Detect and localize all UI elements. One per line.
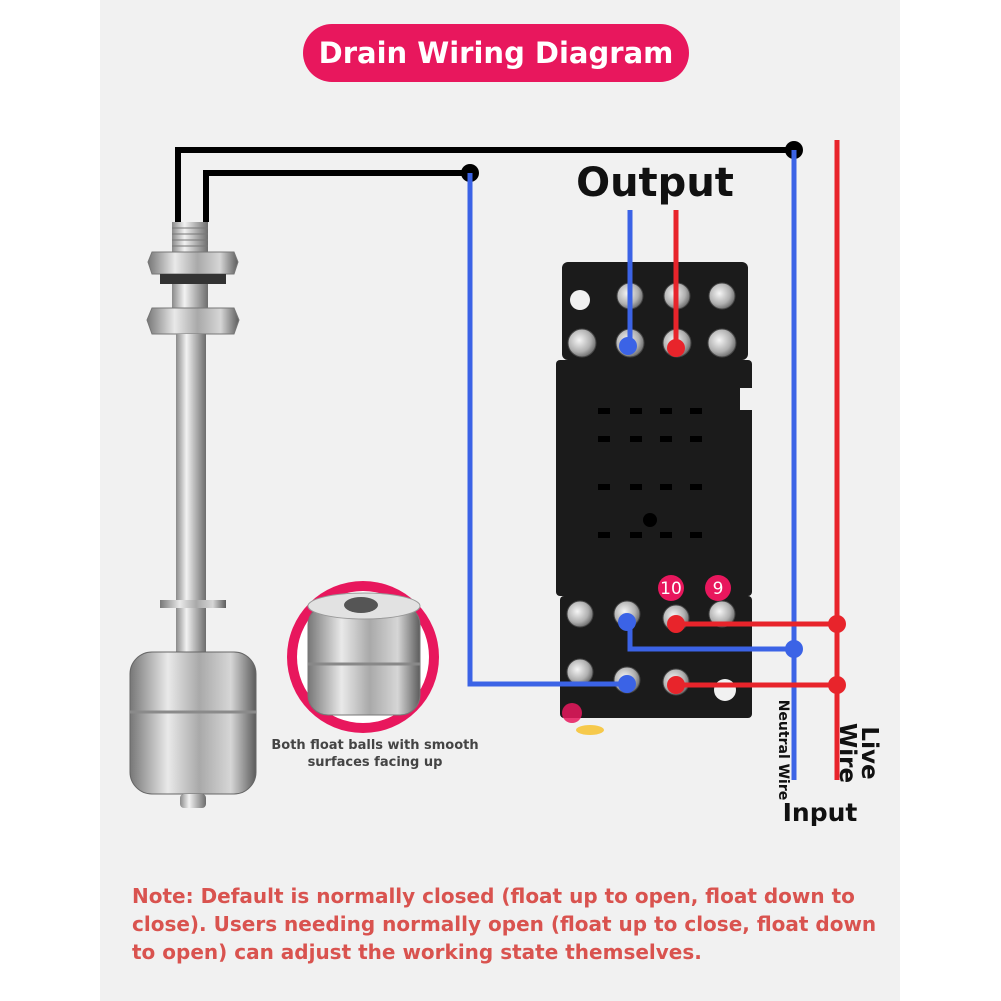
live-wires [673,140,840,780]
relay-socket: 10 9 [556,262,752,735]
output-label: Output [576,160,734,206]
mount-hole-bottom [714,679,736,701]
thread-top [172,222,208,252]
terminal-number-badge-10 [658,575,684,601]
float-wires [175,147,794,222]
hex-nut-upper [147,251,239,275]
float-ball-caption: Both float balls with smooth surfaces fa… [271,738,479,770]
note-text: Note: Default is normally closed (float … [132,884,877,964]
terminal-number-9: 9 [713,579,724,599]
float-ball-inset [287,581,439,733]
live-wire-label: Live Wire [834,722,882,784]
background-panel [100,0,900,1001]
rubber-washer [160,274,226,284]
bottom-clip [180,794,206,808]
neutral-wire-label: Neutral Wire [775,699,791,801]
terminal-number-badge-9 [705,575,731,601]
input-label: Input [782,798,858,827]
float-switch [129,222,257,808]
float-ball [129,651,257,795]
terminal-number-10: 10 [660,579,682,599]
stop-ring [160,600,226,608]
hex-nut-lower [146,307,240,335]
mount-hole-top [570,290,590,310]
diagram-title: Drain Wiring Diagram [303,24,689,82]
